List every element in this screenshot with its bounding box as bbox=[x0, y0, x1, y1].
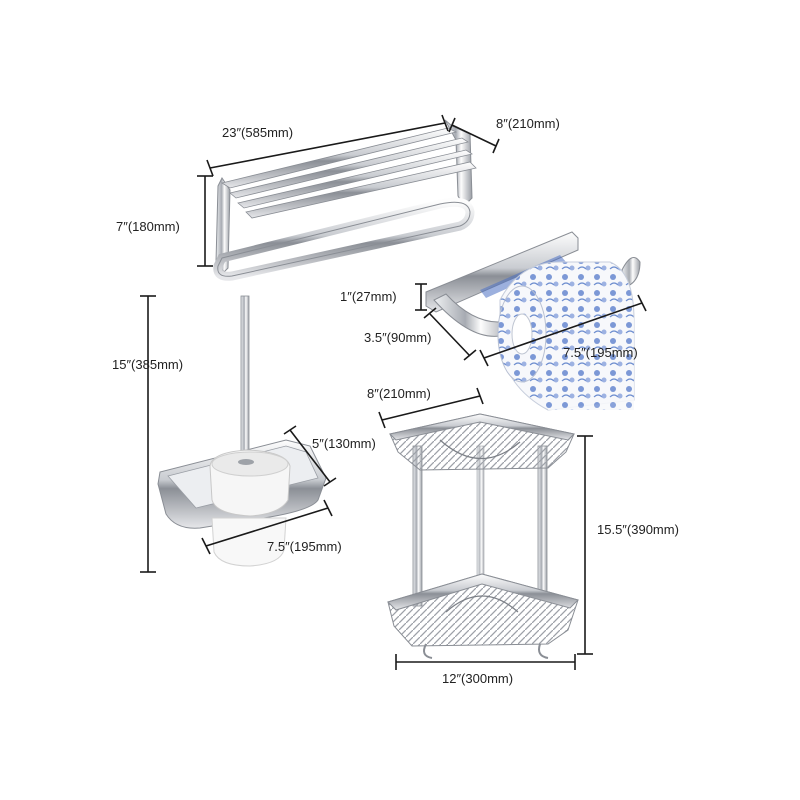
corner-shelf-width-dimension: 12″(300mm) bbox=[395, 654, 576, 686]
brush-holder-drawing bbox=[157, 295, 327, 567]
brush-holder-depth-dimension: 5″(130mm) bbox=[283, 425, 376, 487]
towel-rack-width-label: 23″(585mm) bbox=[222, 125, 293, 140]
corner-shelf-height-label: 15.5″(390mm) bbox=[597, 522, 679, 537]
towel-rack-height-label: 7″(180mm) bbox=[116, 219, 180, 234]
towel-rack-depth-dimension: 8″(210mm) bbox=[448, 116, 560, 154]
towel-rack-drawing bbox=[213, 119, 477, 281]
toilet-paper-holder: 1″(27mm) 3.5″(90mm) 7.5″(195mm) bbox=[340, 231, 647, 411]
brush-holder-depth-label: 5″(130mm) bbox=[312, 436, 376, 451]
towel-rack-height-dimension: 7″(180mm) bbox=[116, 175, 213, 267]
brush-holder-height-label: 15″(385mm) bbox=[112, 357, 183, 372]
corner-shelf-side-label: 8″(210mm) bbox=[367, 386, 431, 401]
brush-holder-width-dimension: 7.5″(195mm) bbox=[201, 499, 342, 555]
towel-rack-width-dimension: 23″(585mm) bbox=[206, 114, 449, 177]
corner-shelf-width-label: 12″(300mm) bbox=[442, 671, 513, 686]
paper-holder-drawing bbox=[425, 231, 641, 411]
corner-shelf-height-dimension: 15.5″(390mm) bbox=[577, 435, 679, 655]
paper-holder-width-label: 7.5″(195mm) bbox=[563, 345, 638, 360]
towel-rack-depth-label: 8″(210mm) bbox=[496, 116, 560, 131]
brush-holder-height-dimension: 15″(385mm) bbox=[112, 295, 183, 573]
towel-rack: 23″(585mm) 8″(210mm) 7″(180mm) bbox=[116, 114, 560, 281]
paper-holder-depth-dimension: 3.5″(90mm) bbox=[364, 307, 477, 361]
corner-shelf: 8″(210mm) 15.5″(390mm) 12″(300mm) bbox=[367, 386, 679, 686]
toilet-brush-holder: 15″(385mm) 5″(130mm) 7.5″(195mm) bbox=[112, 295, 376, 573]
paper-holder-thickness-label: 1″(27mm) bbox=[340, 289, 397, 304]
paper-holder-width-dimension: 7.5″(195mm) bbox=[479, 294, 647, 367]
paper-holder-thickness-dimension: 1″(27mm) bbox=[340, 283, 427, 311]
paper-holder-depth-label: 3.5″(90mm) bbox=[364, 330, 431, 345]
corner-shelf-drawing bbox=[387, 413, 579, 659]
corner-shelf-side-dimension: 8″(210mm) bbox=[367, 386, 484, 429]
brush-holder-width-label: 7.5″(195mm) bbox=[267, 539, 342, 554]
